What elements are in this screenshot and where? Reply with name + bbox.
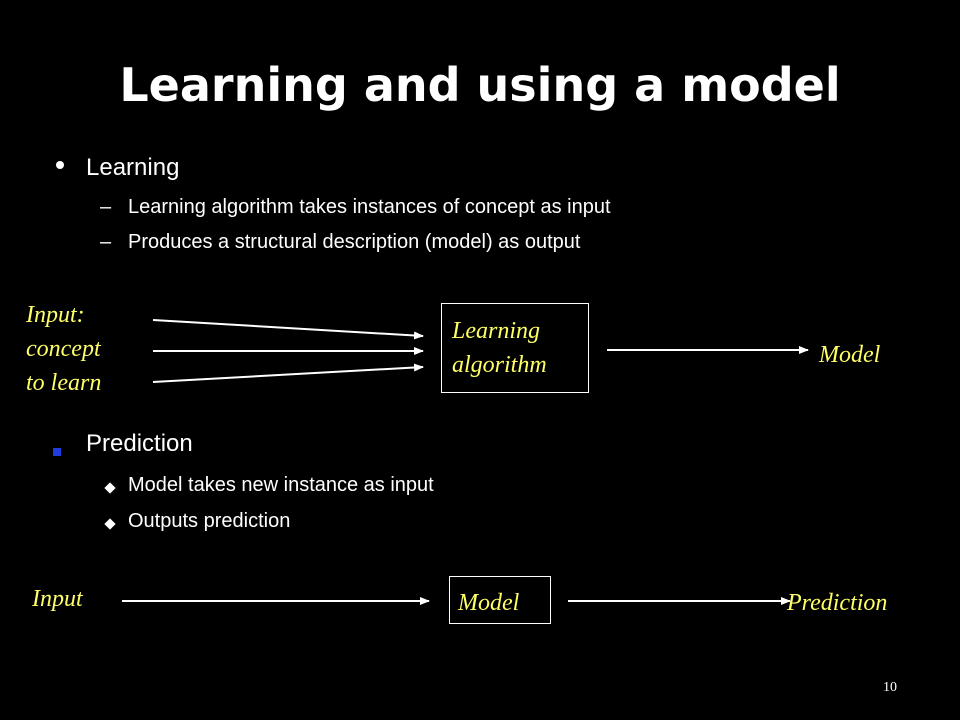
diagram2-input-label: Input [32,586,83,612]
box-line-1: Learning [452,318,541,344]
input-line-2: concept [26,336,101,362]
box-line-2: algorithm [452,352,547,378]
model-box [449,576,551,624]
learning-algorithm-box [441,303,589,393]
input-line-1: Input: [26,302,85,328]
arrow-input-top [152,319,424,340]
dash-bullet: – [100,196,112,218]
model-box-label: Model [458,590,520,616]
diagram1-output-label: Model [819,342,881,368]
diagram2-output-label: Prediction [787,590,888,616]
dash-bullet: – [100,231,112,253]
slide-title: Learning and using a model [119,58,841,112]
page-number: 10 [883,680,897,695]
arrow-input-bottom [152,363,424,383]
learning-point-1: Learning algorithm takes instances of co… [128,196,611,218]
square-bullet [53,448,61,456]
diagram1-input-label: Input: concept to learn [26,298,101,400]
learning-algorithm-label: Learning algorithm [452,314,547,382]
input-line-3: to learn [26,370,102,396]
prediction-point-1: Model takes new instance as input [128,474,434,496]
prediction-point-2: Outputs prediction [128,510,291,532]
prediction-heading: Prediction [86,430,193,457]
learning-heading: Learning [86,154,180,181]
learning-point-2: Produces a structural description (model… [128,231,581,253]
bullet-dot [56,161,64,169]
